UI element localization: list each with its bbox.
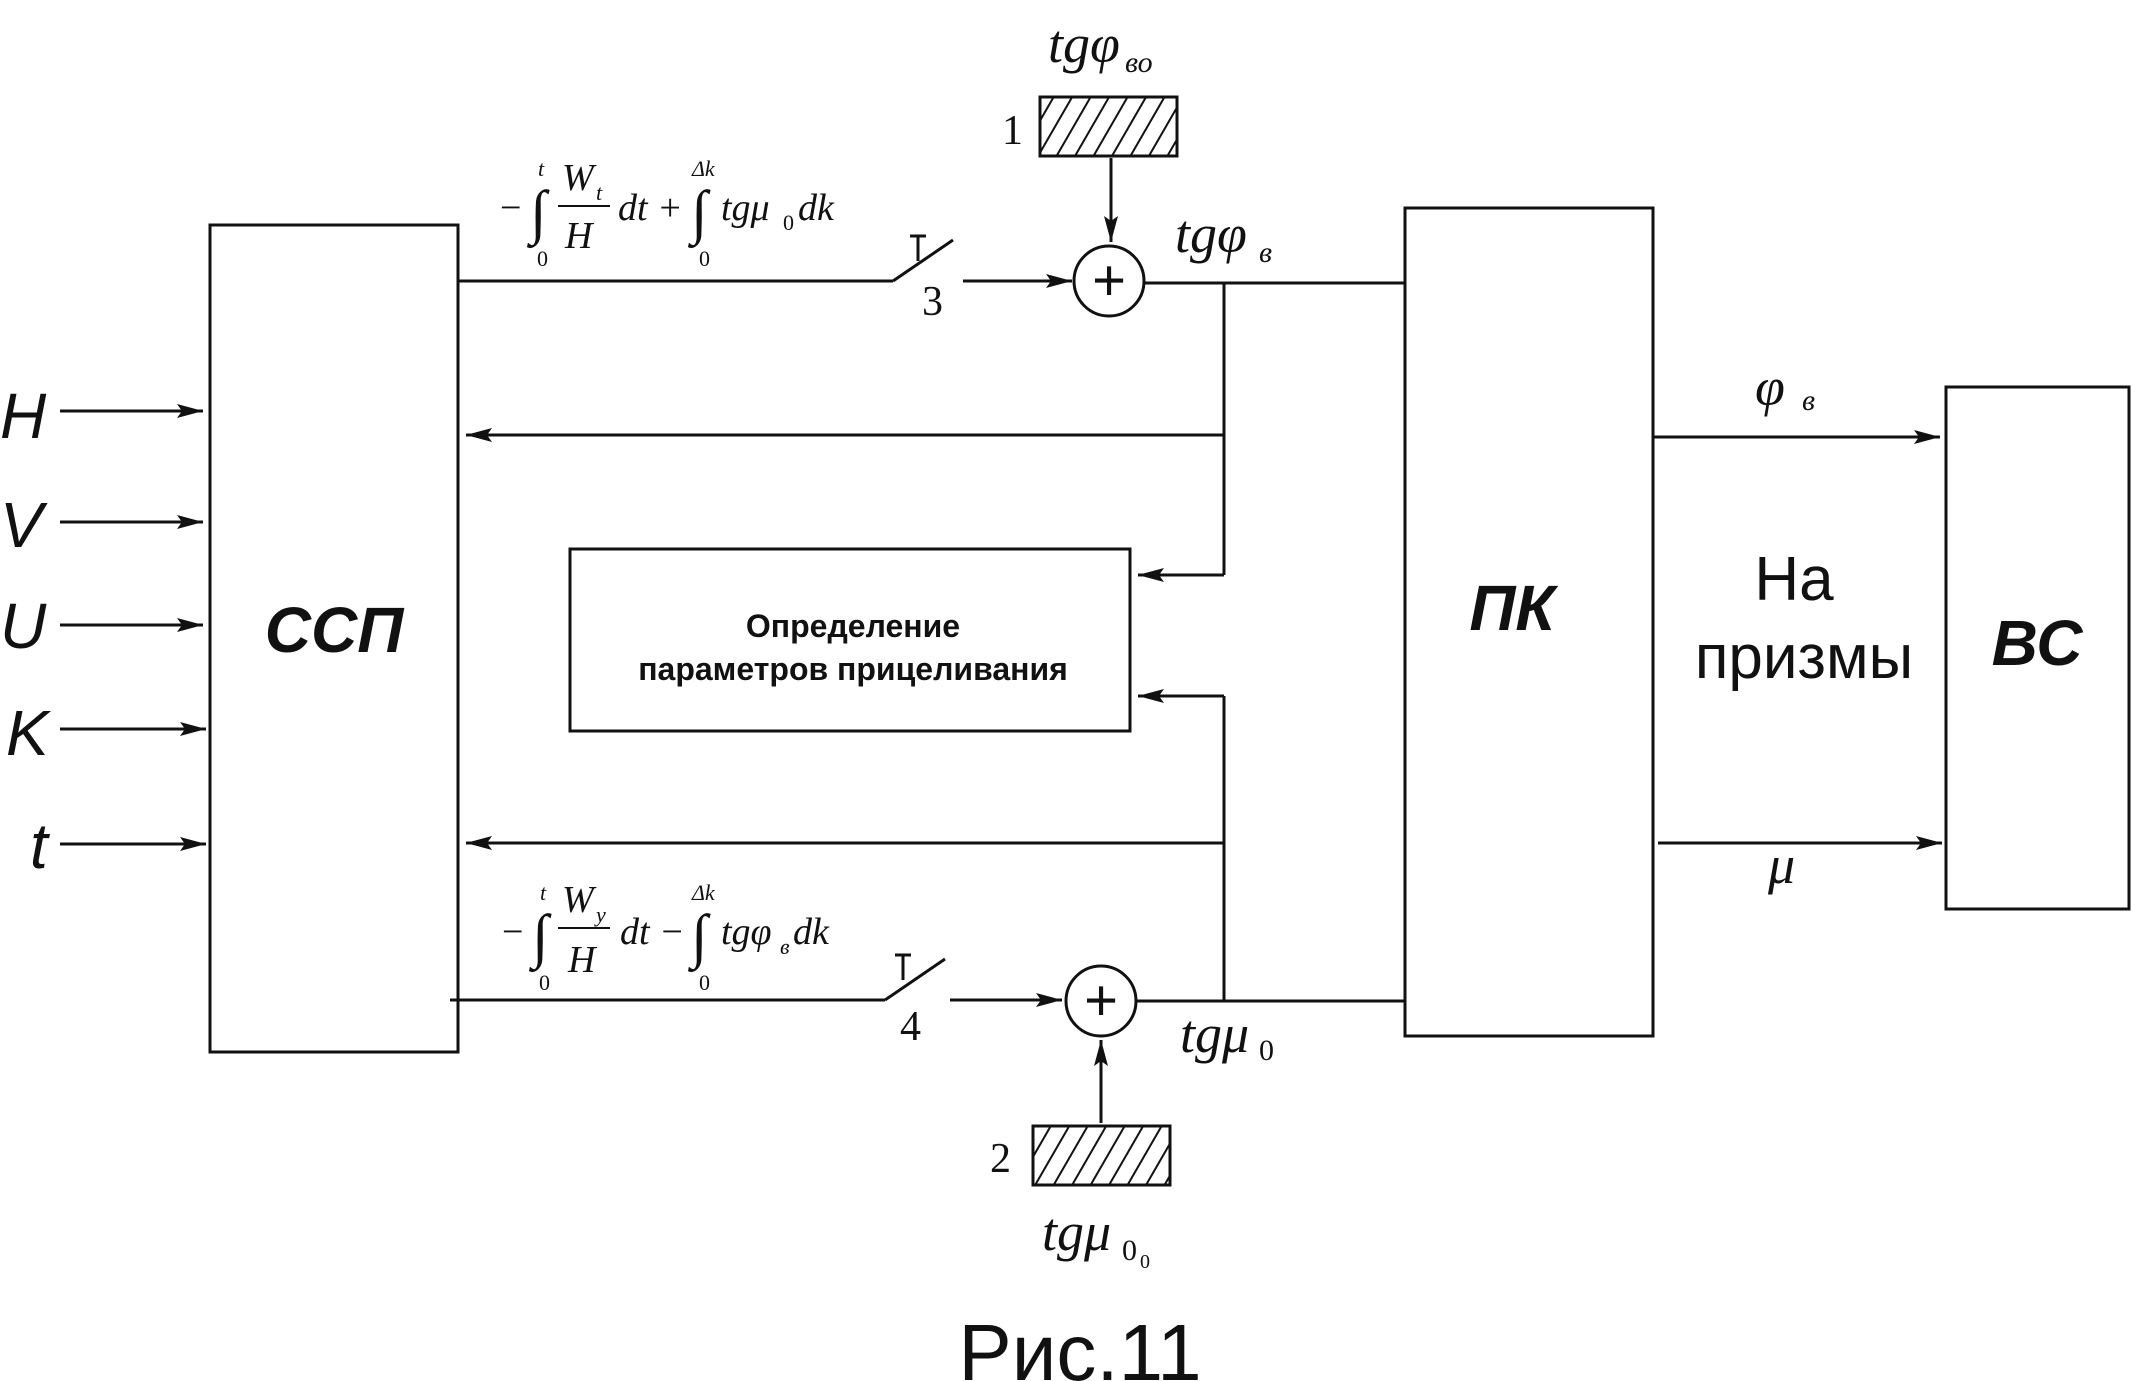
svg-text:tgφ: tgφ [1175,204,1247,264]
svg-text:во: во [1125,46,1153,79]
svg-text:tgφ: tgφ [1048,14,1120,74]
switch-3-blade [892,238,954,283]
svg-text:dk: dk [793,911,830,953]
label-tgphi-v: tgφ в [1175,204,1272,269]
vs-label: ВС [1992,607,2084,679]
svg-text:tgφ: tgφ [721,911,772,953]
prisms-label-line1: На [1754,545,1834,614]
svg-text:в: в [1259,236,1272,269]
svg-text:в: в [1802,384,1815,417]
svg-text:W: W [562,157,597,199]
svg-text:0: 0 [699,246,710,271]
svg-text:tgμ: tgμ [1042,1202,1111,1262]
svg-text:∫: ∫ [688,179,711,249]
aim-label-line1: Определение [746,608,960,644]
svg-text:Δk: Δk [691,880,716,905]
switch-4-blade [884,957,946,1002]
switch-number-4: 4 [900,1004,921,1050]
integral-formula-bottom: − ∫ t 0 W y H dt − ∫ Δk 0 tgφ в dk [502,879,830,995]
svg-text:y: y [594,902,606,927]
input-label-h: H [0,380,47,452]
svg-text:0: 0 [783,210,794,235]
svg-text:0: 0 [539,970,550,995]
ref-number-1: 1 [1002,108,1023,154]
input-label-k: K [6,697,52,769]
switch-number-3: 3 [922,279,943,325]
label-tgphi-v0: tgφ во [1048,14,1153,79]
svg-text:H: H [564,215,595,257]
aim-label-line2: параметров прицеливания [638,651,1068,687]
svg-text:Δk: Δk [691,156,716,181]
label-tgmu00: tgμ 0 0 [1042,1202,1150,1273]
svg-text:0: 0 [1122,1234,1137,1267]
label-mu: μ [1767,835,1795,895]
svg-text:φ: φ [1755,357,1785,417]
svg-text:∫: ∫ [527,179,550,249]
svg-text:0: 0 [537,246,548,271]
svg-text:W: W [562,879,597,921]
prisms-label-line2: призмы [1695,623,1913,692]
input-label-v: V [0,489,48,561]
aim-params-block [568,547,1132,733]
ref-source-2 [1031,1124,1172,1187]
ref-source-1 [1038,95,1179,158]
svg-text:∫: ∫ [529,903,552,973]
svg-text:H: H [567,939,598,981]
input-label-t: t [30,810,50,882]
figure-caption: Рис.11 [958,1308,1201,1381]
svg-text:dk: dk [798,187,835,229]
summer-top-plus: + [1092,248,1126,313]
input-label-u: U [0,590,47,662]
summer-top [1072,244,1146,318]
svg-text:0: 0 [699,970,710,995]
ref-number-2: 2 [990,1136,1011,1182]
svg-text:tgμ: tgμ [721,187,770,229]
svg-text:0: 0 [1259,1034,1274,1067]
svg-text:dt −: dt − [620,911,685,953]
svg-text:t: t [540,880,547,905]
svg-text:0: 0 [1140,1251,1150,1273]
svg-text:−: − [500,187,521,229]
svg-text:tgμ: tgμ [1180,1004,1249,1064]
integral-formula-top: − ∫ t 0 W t H dt + ∫ Δk 0 tgμ 0 dk [500,156,835,271]
label-phi-v: φ в [1755,357,1815,417]
ssp-block [208,223,460,1054]
summer-bottom-plus: + [1084,968,1118,1033]
ssp-label: ССП [265,594,405,666]
svg-text:t: t [538,156,545,181]
svg-text:в: в [780,934,790,959]
svg-text:−: − [502,911,523,953]
vs-block [1944,385,2131,911]
label-tgmu0: tgμ 0 [1180,1004,1274,1067]
svg-text:∫: ∫ [688,903,711,973]
svg-text:t: t [596,180,603,205]
pk-label: ПК [1469,572,1558,644]
svg-text:dt +: dt + [618,187,683,229]
pk-block [1403,206,1655,1038]
